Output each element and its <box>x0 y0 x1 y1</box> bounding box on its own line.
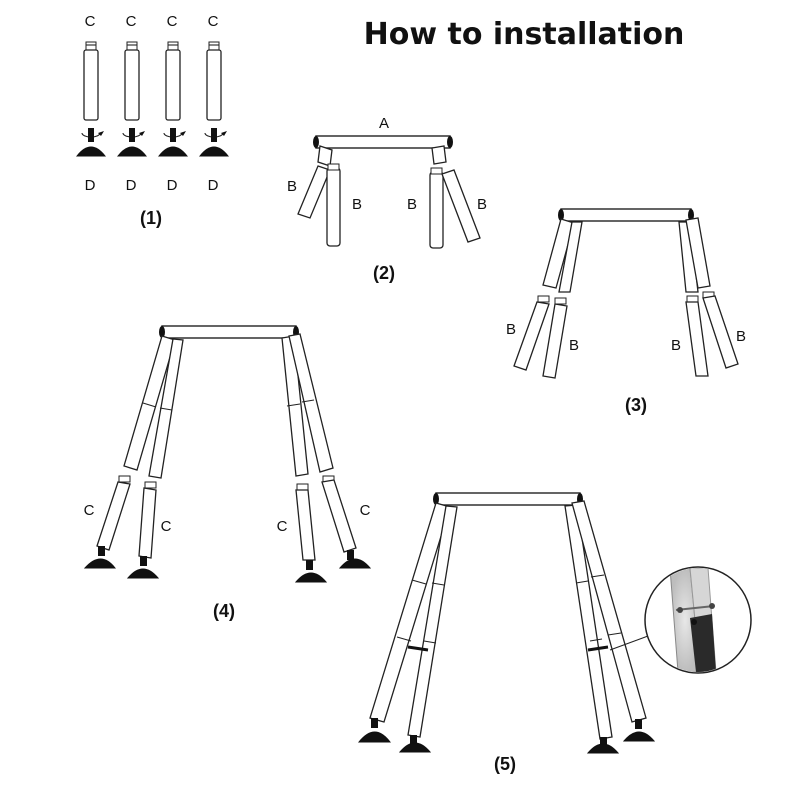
leg-b-2 <box>542 303 568 379</box>
step-5-label: (5) <box>494 754 516 774</box>
suction-foot-icon <box>157 146 189 157</box>
top-bar-a <box>435 492 581 506</box>
foot-d-label: D <box>85 177 96 194</box>
suction-foot-icon <box>116 146 148 157</box>
suction-foot-icon <box>357 731 392 743</box>
step-3-label: (3) <box>625 395 647 415</box>
leg-b-1 <box>297 165 331 219</box>
tube-c-4: C D <box>198 13 230 194</box>
leg-b-label: B <box>287 178 297 195</box>
suction-foot-icon <box>398 742 432 753</box>
magnifier-detail-icon <box>644 566 752 674</box>
leg-b-3 <box>685 301 709 377</box>
suction-foot-icon <box>75 146 107 157</box>
tube-c-label: C <box>208 13 219 30</box>
tube-c-4 <box>321 479 357 553</box>
top-bar-a <box>560 208 692 222</box>
leg-b-label: B <box>477 196 487 213</box>
tube-c-1 <box>96 481 131 551</box>
tube-c-2: C D <box>116 13 148 194</box>
foot-d-label: D <box>208 177 219 194</box>
tube-c-1: C D <box>75 13 107 194</box>
leg-b-3 <box>429 171 444 249</box>
tube-c-label: C <box>167 13 178 30</box>
leg-b-4 <box>441 169 481 243</box>
tube-c-3: C D <box>157 13 189 194</box>
suction-foot-icon <box>126 568 160 579</box>
suction-foot-icon <box>294 572 328 583</box>
suction-foot-icon <box>622 731 656 742</box>
leg-b-1 <box>513 301 550 371</box>
leg-b-label: B <box>407 196 417 213</box>
step-4: C C C C (4) <box>83 325 372 621</box>
marker-strap <box>587 645 609 652</box>
leg-b-4 <box>702 295 739 369</box>
step-1-label: (1) <box>140 208 162 228</box>
leg-b-label: B <box>736 328 746 345</box>
suction-foot-icon <box>83 558 117 569</box>
tube-c-label: C <box>161 518 172 535</box>
tube-c-label: C <box>126 13 137 30</box>
tube-c-3 <box>295 489 316 561</box>
top-bar-a <box>315 135 451 149</box>
leg-assembled <box>407 505 458 738</box>
step-1: C D C D C <box>75 13 230 228</box>
tube-c-label: C <box>85 13 96 30</box>
leg-b-2 <box>326 167 341 247</box>
suction-foot-icon <box>338 558 372 569</box>
leg-assembled <box>369 502 451 723</box>
foot-d-label: D <box>167 177 178 194</box>
suction-foot-icon <box>198 146 230 157</box>
top-bar-a <box>161 325 297 339</box>
tube-c-2 <box>138 487 157 559</box>
tube-c-label: C <box>84 502 95 519</box>
step-2-label: (2) <box>373 263 395 283</box>
step-4-label: (4) <box>213 601 235 621</box>
leg-b-label: B <box>352 196 362 213</box>
page-title: How to installation <box>364 17 685 52</box>
bar-a-label: A <box>379 115 389 132</box>
suction-foot-icon <box>586 743 620 754</box>
step-3: B B B B (3) <box>506 208 746 415</box>
leg-b-label: B <box>569 337 579 354</box>
marker-strap <box>407 645 429 652</box>
step-5: (5) <box>357 492 752 774</box>
tube-c-label: C <box>277 518 288 535</box>
leg-b-label: B <box>671 337 681 354</box>
leg-b-label: B <box>506 321 516 338</box>
step-2: A B B B B (2) <box>287 115 487 283</box>
tube-c-label: C <box>360 502 371 519</box>
foot-d-label: D <box>126 177 137 194</box>
